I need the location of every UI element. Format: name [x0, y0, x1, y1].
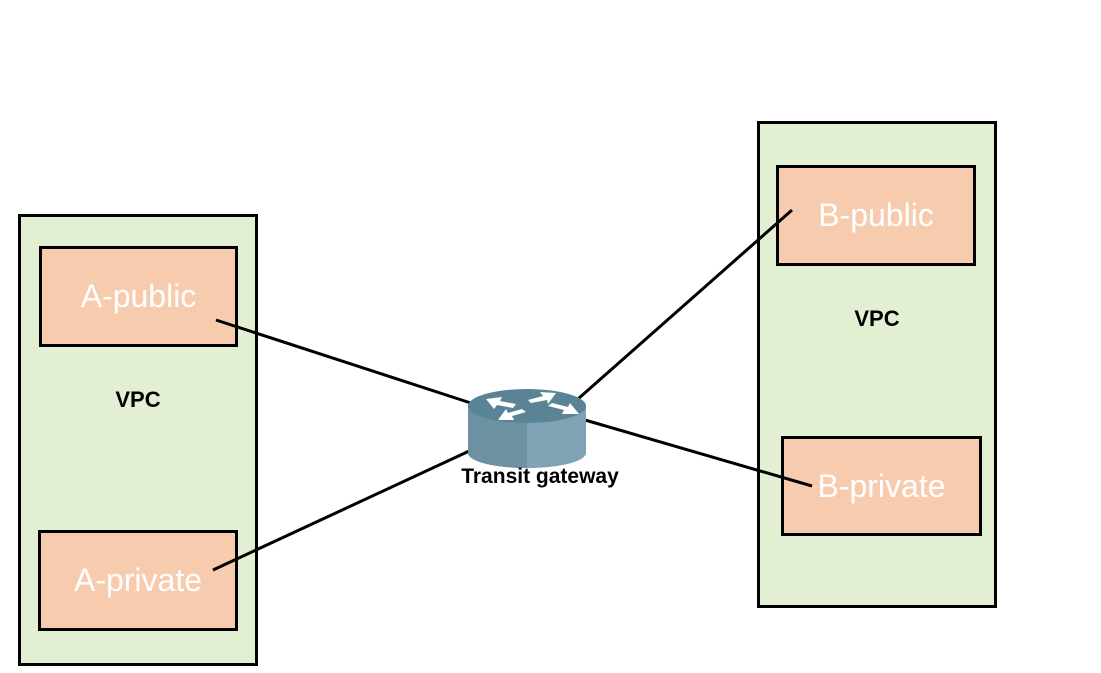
- router-icon: [468, 389, 586, 468]
- transit-gateway-label: Transit gateway: [461, 465, 619, 488]
- subnet-a-public: A-public: [39, 246, 238, 347]
- link-b-public: [569, 208, 793, 408]
- link-a-private: [212, 444, 481, 572]
- subnet-b-private: B-private: [781, 436, 982, 536]
- subnet-a-private: A-private: [38, 530, 238, 631]
- link-a-public: [215, 318, 481, 408]
- subnet-b-public: B-public: [776, 165, 976, 266]
- vpc-a-label: VPC: [115, 387, 161, 412]
- vpc-b-label: VPC: [854, 306, 900, 331]
- link-b-private: [577, 416, 813, 488]
